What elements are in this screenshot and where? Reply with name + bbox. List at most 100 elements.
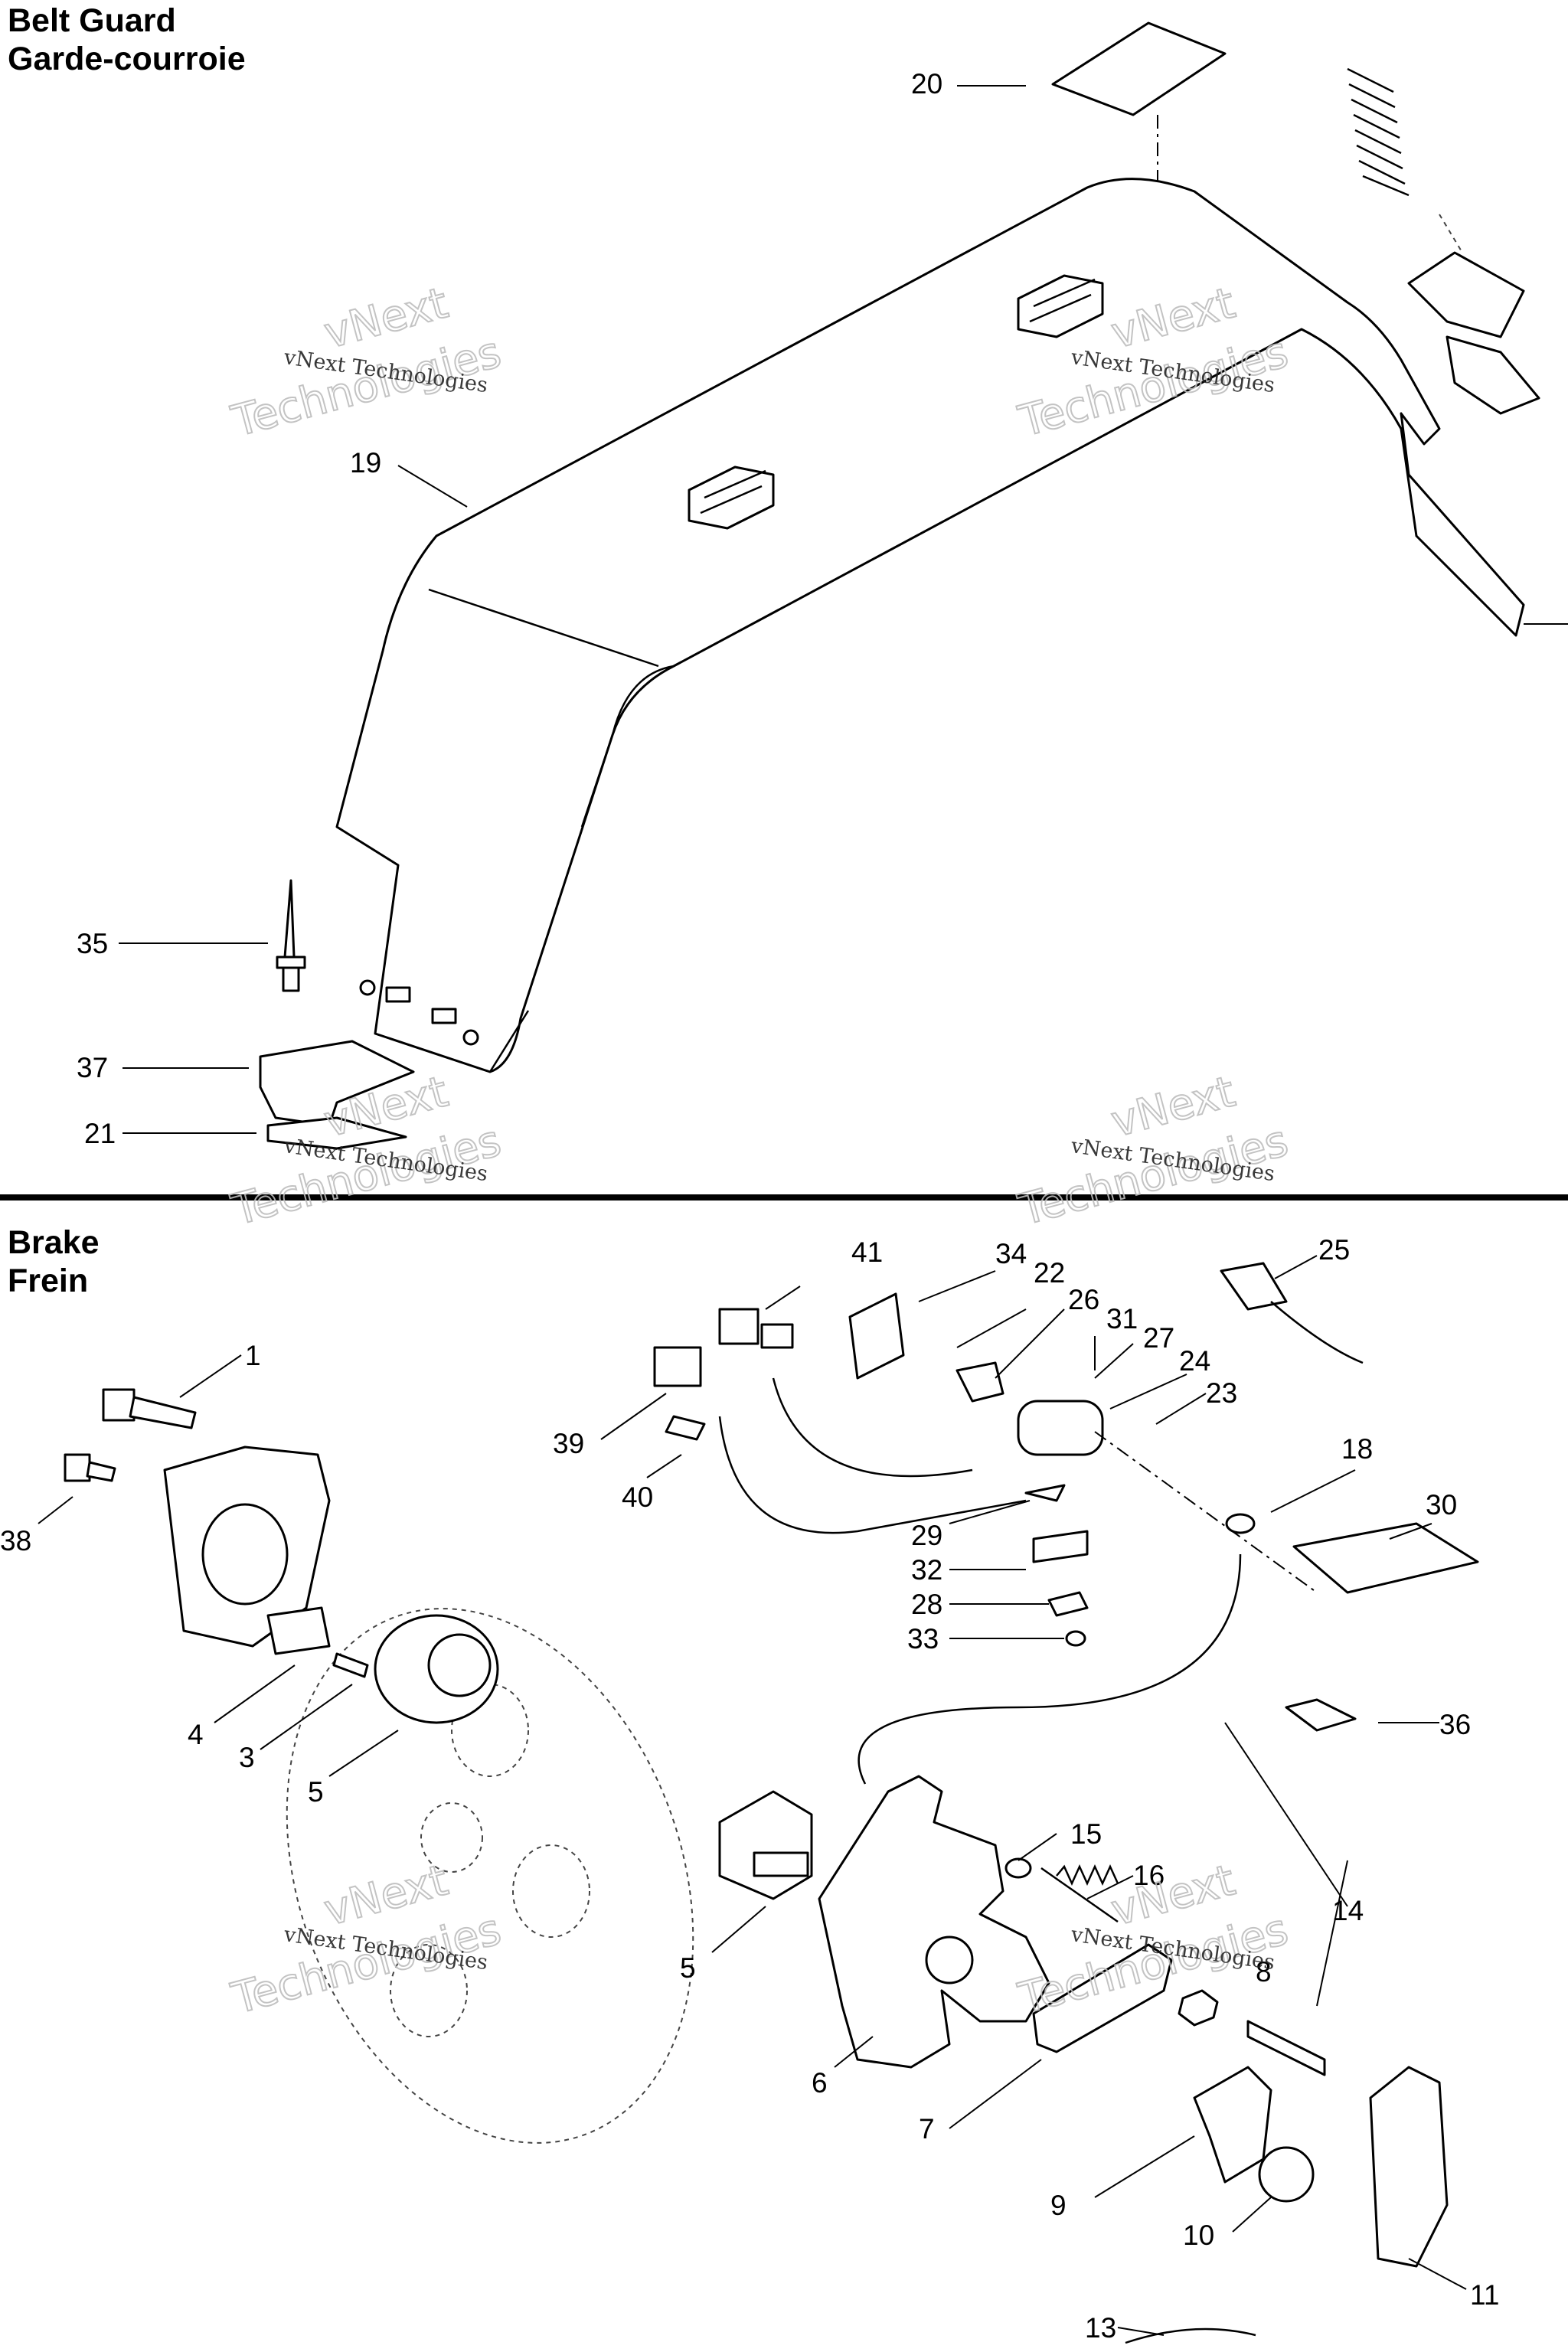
guard-edge-line — [580, 665, 675, 828]
callout-33: 33 — [907, 1623, 939, 1655]
clip-part-29 — [1024, 1484, 1066, 1502]
belt-guard-part-19 — [335, 178, 1525, 1073]
caliper-part-6 — [818, 1775, 1050, 2069]
switch-part-25 — [1220, 1262, 1288, 1311]
callout-10: 10 — [1183, 2220, 1214, 2251]
callout-28: 28 — [911, 1589, 942, 1620]
callout-14: 14 — [1332, 1895, 1364, 1926]
guard-edge-line — [428, 588, 659, 668]
bracket-part — [1407, 251, 1525, 338]
callout-numbers: 20 19 35 37 21 41 34 22 26 31 27 24 23 2… — [0, 68, 1499, 2344]
knob-part-10 — [1258, 2146, 1315, 2203]
bolt-part-1 — [102, 1388, 197, 1429]
brake-wire — [772, 1377, 973, 1478]
watermark: vNext Technologies vNext Technologies — [226, 1854, 507, 2024]
callout-39: 39 — [553, 1428, 584, 1459]
guard-slot — [431, 1008, 457, 1024]
callout-13: 13 — [1085, 2312, 1116, 2344]
callout-11: 11 — [1470, 2279, 1499, 2311]
watermark: vNext Technologies vNext Technologies — [1013, 1854, 1294, 2024]
callout-16: 16 — [1133, 1860, 1165, 1891]
section-divider — [0, 1194, 1568, 1200]
callout-18: 18 — [1341, 1433, 1373, 1465]
disc-hole — [390, 1944, 468, 2037]
callout-32: 32 — [911, 1554, 942, 1586]
terminal-part-40 — [665, 1415, 706, 1441]
cable-end — [1246, 2020, 1326, 2076]
callout-36: 36 — [1439, 1709, 1471, 1740]
axis-line — [1439, 214, 1463, 253]
callout-25: 25 — [1318, 1234, 1350, 1266]
callout-6: 6 — [812, 2067, 828, 2099]
callout-40: 40 — [622, 1481, 653, 1513]
callout-19: 19 — [350, 447, 381, 479]
pin-part-32 — [1032, 1530, 1089, 1563]
leader-lines — [38, 85, 1467, 2336]
bracket-part — [1446, 335, 1540, 415]
callout-15: 15 — [1070, 1818, 1102, 1850]
callout-4: 4 — [188, 1719, 204, 1750]
callout-29: 29 — [911, 1520, 942, 1551]
screw-part-3 — [332, 1652, 369, 1678]
cover-part-11 — [1369, 2066, 1449, 2268]
guard-edge-line — [488, 1010, 530, 1073]
connector-part-41 — [718, 1308, 794, 1349]
callout-24: 24 — [1179, 1345, 1210, 1377]
callout-1: 1 — [245, 1340, 261, 1371]
brake-pad-part-5b — [718, 1790, 813, 1900]
washer-part-15 — [1004, 1857, 1032, 1879]
guard-hole — [462, 1029, 479, 1046]
callout-37: 37 — [77, 1052, 108, 1083]
brake-wire — [718, 1416, 1027, 1534]
brake-assembly — [64, 1262, 1479, 2344]
belt-guard-title-fr: Garde-courroie — [8, 41, 246, 77]
lever-part-30 — [1292, 1522, 1479, 1594]
lever-part-7 — [1032, 1943, 1173, 2053]
washer-part-33 — [1065, 1630, 1086, 1647]
callout-8: 8 — [1256, 1956, 1272, 1988]
spring-part-16 — [1040, 1867, 1119, 1923]
tie-part-36 — [1285, 1698, 1357, 1732]
brake-title: Brake Frein — [8, 1223, 100, 1300]
callout-31: 31 — [1106, 1303, 1138, 1334]
callout-22: 22 — [1034, 1257, 1065, 1289]
master-cylinder-part-24 — [1017, 1400, 1104, 1456]
guard-hole — [359, 979, 376, 996]
axis-line — [1094, 1431, 1318, 1593]
washer-part-18 — [1225, 1513, 1256, 1534]
callout-7: 7 — [919, 2113, 935, 2145]
callout-34: 34 — [995, 1238, 1027, 1269]
callout-38: 38 — [0, 1525, 31, 1557]
rivet-part-35 — [276, 879, 306, 992]
switch-wire — [1270, 1301, 1364, 1364]
clip-part-28 — [1047, 1591, 1089, 1617]
disc-hole — [451, 1684, 529, 1777]
callout-5a: 5 — [308, 1776, 324, 1808]
callout-5b: 5 — [680, 1952, 696, 1984]
bracket-part-26 — [956, 1361, 1004, 1403]
callout-9: 9 — [1050, 2190, 1067, 2221]
plate-part-21 — [266, 1116, 407, 1150]
callout-3: 3 — [239, 1742, 255, 1773]
caliper-bore — [925, 1936, 974, 1984]
guard-slot — [385, 986, 411, 1003]
callout-35: 35 — [77, 928, 108, 959]
brake-disc-ghost — [286, 1608, 694, 2144]
callout-23: 23 — [1206, 1377, 1237, 1409]
brake-title-en: Brake — [8, 1224, 100, 1261]
callout-41: 41 — [851, 1236, 883, 1268]
clip-part-4 — [266, 1606, 331, 1655]
belt-guard-title: Belt Guard Garde-courroie — [8, 2, 246, 78]
callout-21: 21 — [84, 1118, 116, 1149]
disc-hole — [512, 1844, 590, 1938]
callout-20: 20 — [911, 68, 942, 100]
watermark: vNext Technologies vNext Technologies — [1013, 1066, 1294, 1236]
belt-guard-title-en: Belt Guard — [8, 2, 176, 39]
guard-clip — [1017, 274, 1104, 338]
belt-guard-assembly — [259, 21, 1568, 1150]
callout-30: 30 — [1426, 1489, 1457, 1521]
caliper-bore — [201, 1503, 289, 1606]
spring-coils — [1056, 1864, 1119, 1886]
brake-pad-part-5a — [374, 1614, 499, 1724]
